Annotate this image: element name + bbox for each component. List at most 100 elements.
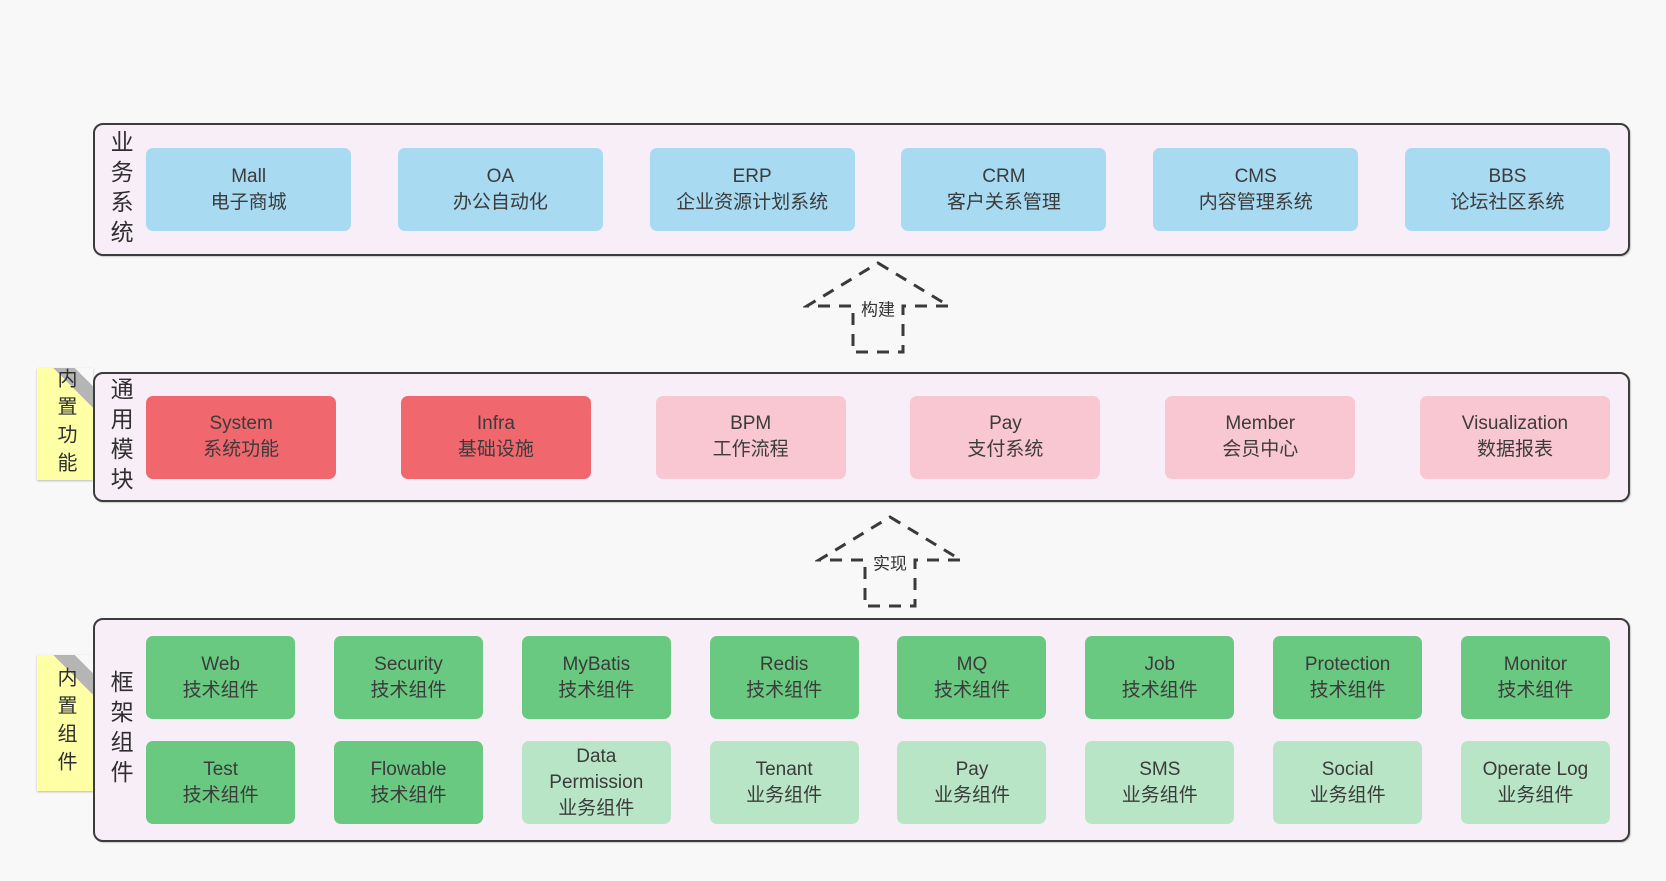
block-arrow-up-icon xyxy=(803,261,953,354)
band-common-modules: 通用模块 System 系统功能 Infra 基础设施 BPM 工作流程 Pay 支付系统 Me… xyxy=(93,372,1630,502)
box-title: Member xyxy=(1225,413,1296,434)
box-protection: Protection 技术组件 xyxy=(1273,636,1423,719)
box-subtitle: 技术组件 xyxy=(182,679,259,701)
box-flowable: Flowable 技术组件 xyxy=(333,741,483,824)
box-crm: CRM 客户关系管理 xyxy=(901,148,1107,231)
box-member: Member 会员中心 xyxy=(1165,395,1356,479)
box-title: Protection xyxy=(1304,653,1391,675)
box-subtitle: 技术组件 xyxy=(933,679,1010,701)
box-subtitle: 基础设施 xyxy=(457,439,534,460)
box-subtitle: 数据报表 xyxy=(1476,439,1553,460)
box-security: Security 技术组件 xyxy=(333,636,483,719)
box-bbs: BBS 论坛社区系统 xyxy=(1404,148,1610,231)
box-title: Job xyxy=(1144,653,1176,675)
box-title: Operate Log xyxy=(1482,758,1589,780)
box-sms: SMS 业务组件 xyxy=(1085,741,1235,824)
box-subtitle: 办公自动化 xyxy=(452,191,548,213)
box-mall: Mall 电子商城 xyxy=(146,148,352,231)
box-system: System 系统功能 xyxy=(146,395,337,479)
box-subtitle: 会员中心 xyxy=(1222,439,1299,460)
box-row-business: Mall 电子商城 OA 办公自动化 ERP 企业资源计划系统 CRM 客户关系管理 CMS 内容… xyxy=(134,148,1628,231)
box-title: MyBatis xyxy=(562,653,631,675)
sticky-note-text: 内置组件 xyxy=(54,667,76,779)
box-title: Data Permission xyxy=(549,745,644,793)
box-subtitle: 技术组件 xyxy=(1309,679,1386,701)
box-mq: MQ 技术组件 xyxy=(897,636,1047,719)
box-erp: ERP 企业资源计划系统 xyxy=(649,148,855,231)
box-redis: Redis 技术组件 xyxy=(709,636,859,719)
box-tenant: Tenant 业务组件 xyxy=(709,741,859,824)
box-title: System xyxy=(209,413,273,434)
box-title: CRM xyxy=(982,165,1026,187)
box-bpm: BPM 工作流程 xyxy=(655,395,846,479)
arrow-label-implement: 实现 xyxy=(870,548,910,576)
box-subtitle: 工作流程 xyxy=(712,439,789,460)
box-title: Pay xyxy=(955,758,989,780)
box-web: Web 技术组件 xyxy=(146,636,296,719)
arrow-build: 构建 xyxy=(803,260,953,356)
box-subtitle: 技术组件 xyxy=(1121,679,1198,701)
box-subtitle: 技术组件 xyxy=(370,784,447,806)
band-title-common-modules: 通用模块 xyxy=(107,377,134,497)
sticky-note-builtin-components: 内置组件 xyxy=(37,655,93,791)
box-title: Flowable xyxy=(370,758,447,780)
box-title: Infra xyxy=(476,413,515,434)
box-title: CMS xyxy=(1234,165,1277,187)
box-title: Social xyxy=(1321,758,1374,780)
box-pay: Pay 支付系统 xyxy=(910,395,1101,479)
box-subtitle: 电子商城 xyxy=(210,191,287,213)
box-data-permission: Data Permission 业务组件 xyxy=(521,741,671,824)
arrow-implement: 实现 xyxy=(815,514,965,610)
box-subtitle: 技术组件 xyxy=(558,679,635,701)
sticky-note-text: 内置功能 xyxy=(54,368,76,480)
box-title: SMS xyxy=(1139,758,1181,780)
box-cms: CMS 内容管理系统 xyxy=(1153,148,1359,231)
box-subtitle: 技术组件 xyxy=(746,679,823,701)
box-title: MQ xyxy=(956,653,988,675)
box-monitor: Monitor 技术组件 xyxy=(1460,636,1610,719)
box-subtitle: 业务组件 xyxy=(1121,784,1198,806)
box-oa: OA 办公自动化 xyxy=(397,148,603,231)
box-subtitle: 业务组件 xyxy=(1309,784,1386,806)
box-title: Web xyxy=(201,653,240,675)
box-title: Test xyxy=(203,758,239,780)
box-subtitle: 客户关系管理 xyxy=(946,191,1061,213)
box-infra: Infra 基础设施 xyxy=(400,395,591,479)
box-title: OA xyxy=(486,165,515,187)
box-title: BPM xyxy=(730,413,772,434)
box-subtitle: 企业资源计划系统 xyxy=(676,191,829,213)
box-subtitle: 内容管理系统 xyxy=(1198,191,1313,213)
box-title: Pay xyxy=(989,413,1022,434)
box-job: Job 技术组件 xyxy=(1085,636,1235,719)
box-title: Security xyxy=(374,653,443,675)
box-title: BBS xyxy=(1488,165,1527,187)
box-title: Tenant xyxy=(755,758,813,780)
box-subtitle: 技术组件 xyxy=(1497,679,1574,701)
box-subtitle: 业务组件 xyxy=(746,784,823,806)
box-subtitle: 系统功能 xyxy=(203,439,280,460)
box-subtitle: 支付系统 xyxy=(967,439,1044,460)
box-subtitle: 技术组件 xyxy=(370,679,447,701)
box-row-modules: System 系统功能 Infra 基础设施 BPM 工作流程 Pay 支付系统 Member 会… xyxy=(134,395,1628,479)
band-title-framework-components: 框架组件 xyxy=(107,670,134,790)
box-subtitle: 业务组件 xyxy=(558,797,635,819)
box-social: Social 业务组件 xyxy=(1273,741,1423,824)
box-mybatis: MyBatis 技术组件 xyxy=(521,636,671,719)
arrow-label-build: 构建 xyxy=(858,294,898,322)
band-title-business-systems: 业务系统 xyxy=(107,129,134,250)
box-title: Redis xyxy=(759,653,809,675)
block-arrow-up-icon xyxy=(815,515,965,608)
box-subtitle: 论坛社区系统 xyxy=(1450,191,1565,213)
box-title: ERP xyxy=(732,165,772,187)
box-title: Monitor xyxy=(1503,653,1568,675)
box-title: Mall xyxy=(231,165,267,187)
